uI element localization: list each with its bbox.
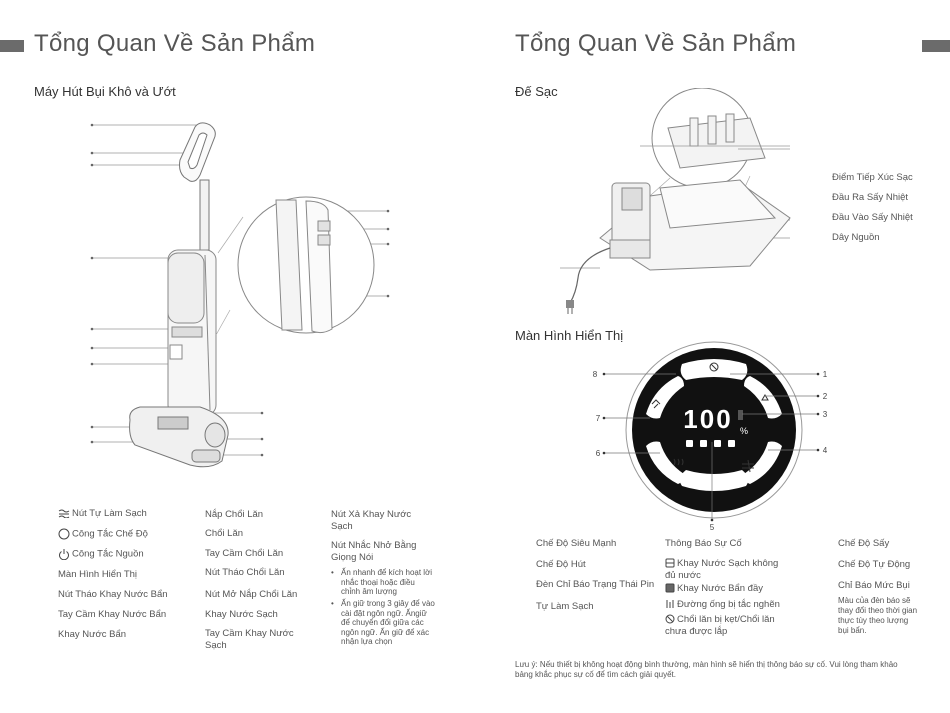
label-dirty-tank-full: Khay Nước Bẩn đầy xyxy=(665,583,763,595)
label-mode-switch: Công Tắc Chế Độ xyxy=(58,528,148,541)
left-page-title: Tổng Quan Về Sản Phẩm xyxy=(34,30,316,57)
self-clean-icon xyxy=(58,508,70,519)
label-heat-outlet: Đầu Ra Sấy Nhiệt xyxy=(832,192,909,203)
label-pipe-blocked: Đường ống bị tắc nghẽn xyxy=(665,599,780,611)
footnote: Lưu ý: Nếu thiết bị không hoạt động bình… xyxy=(515,660,898,679)
callout-2: 2 xyxy=(823,392,828,401)
label-clean-tank-low: Khay Nước Sạch không đủ nước xyxy=(665,558,779,581)
vacuum-subtitle: Máy Hút Bụi Khô và Ướt xyxy=(34,84,176,99)
dirty-tank-icon xyxy=(665,583,675,593)
battery-percentage-unit: % xyxy=(740,426,748,436)
label-auto-mode: Chế Độ Tự Động xyxy=(838,559,911,570)
dust-level-note: Màu của đèn báo sẽ thay đổi theo thời gi… xyxy=(838,596,918,635)
clean-tank-icon xyxy=(665,558,675,568)
callout-3: 3 xyxy=(823,410,828,419)
label-display: Màn Hình Hiển Thị xyxy=(58,569,138,580)
battery-percentage-value: 100 xyxy=(683,404,732,434)
pipe-blocked-icon xyxy=(665,599,675,609)
callout-4: 4 xyxy=(823,446,828,455)
power-icon xyxy=(58,548,70,560)
label-roller: Chổi Lăn xyxy=(205,528,244,539)
label-self-cleaning: Tự Làm Sạch xyxy=(536,601,594,612)
label-clean-tank-handle: Tay Cầm Khay Nước Sạch xyxy=(205,628,294,651)
display-subtitle: Màn Hình Hiển Thị xyxy=(515,328,624,343)
label-power-cord: Dây Nguồn xyxy=(832,232,880,243)
left-edge-bar xyxy=(0,40,24,52)
callout-1: 1 xyxy=(823,370,828,379)
dock-subtitle: Đế Sạc xyxy=(515,84,558,99)
label-dirty-tank: Khay Nước Bẩn xyxy=(58,629,127,640)
vacuum-illustration xyxy=(90,122,390,468)
callout-6: 6 xyxy=(596,449,601,458)
label-charging-contacts: Điểm Tiếp Xúc Sạc xyxy=(832,172,913,183)
label-dirty-tank-handle: Tay Cầm Khay Nước Bẩn xyxy=(58,609,167,620)
label-roller-handle: Tay Cầm Chổi Lăn xyxy=(205,548,284,559)
label-heat-inlet: Đầu Vào Sấy Nhiệt xyxy=(832,212,913,223)
label-roller-cover: Nắp Chổi Lăn xyxy=(205,509,264,520)
label-power-switch: Công Tắc Nguồn xyxy=(58,548,144,561)
label-dry-mode: Chế Độ Sấy xyxy=(838,538,890,549)
label-roller-cover-open: Nút Mở Nắp Chổi Lăn xyxy=(205,589,298,600)
label-fault-notice: Thông Báo Sự Cố xyxy=(665,538,742,549)
label-dust-level: Chỉ Báo Mức Bụi xyxy=(838,580,910,591)
callout-5: 5 xyxy=(710,523,715,532)
mode-switch-icon xyxy=(58,528,70,540)
label-clean-tank-drain: Nút Xả Khay Nước Sạch xyxy=(331,509,412,532)
roller-jammed-icon xyxy=(665,614,675,624)
label-voice-button: Nút Nhắc Nhở Bằng Giọng Nói xyxy=(331,540,417,563)
voice-bullet-1: •Ấn nhanh để kích hoạt lời nhắc thoại ho… xyxy=(331,568,433,596)
label-clean-tank: Khay Nước Sạch xyxy=(205,609,278,620)
label-suction-mode: Chế Độ Hút xyxy=(536,559,586,570)
label-turbo-mode: Chế Độ Siêu Mạnh xyxy=(536,538,617,549)
display-panel-illustration: 100 % 8 7 6 1 2 3 4 5 xyxy=(593,341,828,532)
label-roller-jammed: Chổi lăn bị kẹt/Chổi lăn chưa được lắp xyxy=(665,614,775,637)
dock-illustration xyxy=(560,88,791,314)
right-page-title: Tổng Quan Về Sản Phẩm xyxy=(515,30,797,57)
right-edge-bar xyxy=(922,40,950,52)
callout-7: 7 xyxy=(596,414,601,423)
label-self-clean-button: Nút Tự Làm Sạch xyxy=(58,508,147,520)
voice-bullet-2: •Ấn giữ trong 3 giây để vào cài đặt ngôn… xyxy=(331,599,435,646)
label-dirty-tank-release: Nút Tháo Khay Nước Bẩn xyxy=(58,589,168,600)
label-battery-indicator: Đèn Chỉ Báo Trạng Thái Pin xyxy=(536,579,655,590)
label-roller-release: Nút Tháo Chổi Lăn xyxy=(205,567,285,578)
callout-8: 8 xyxy=(593,370,598,379)
